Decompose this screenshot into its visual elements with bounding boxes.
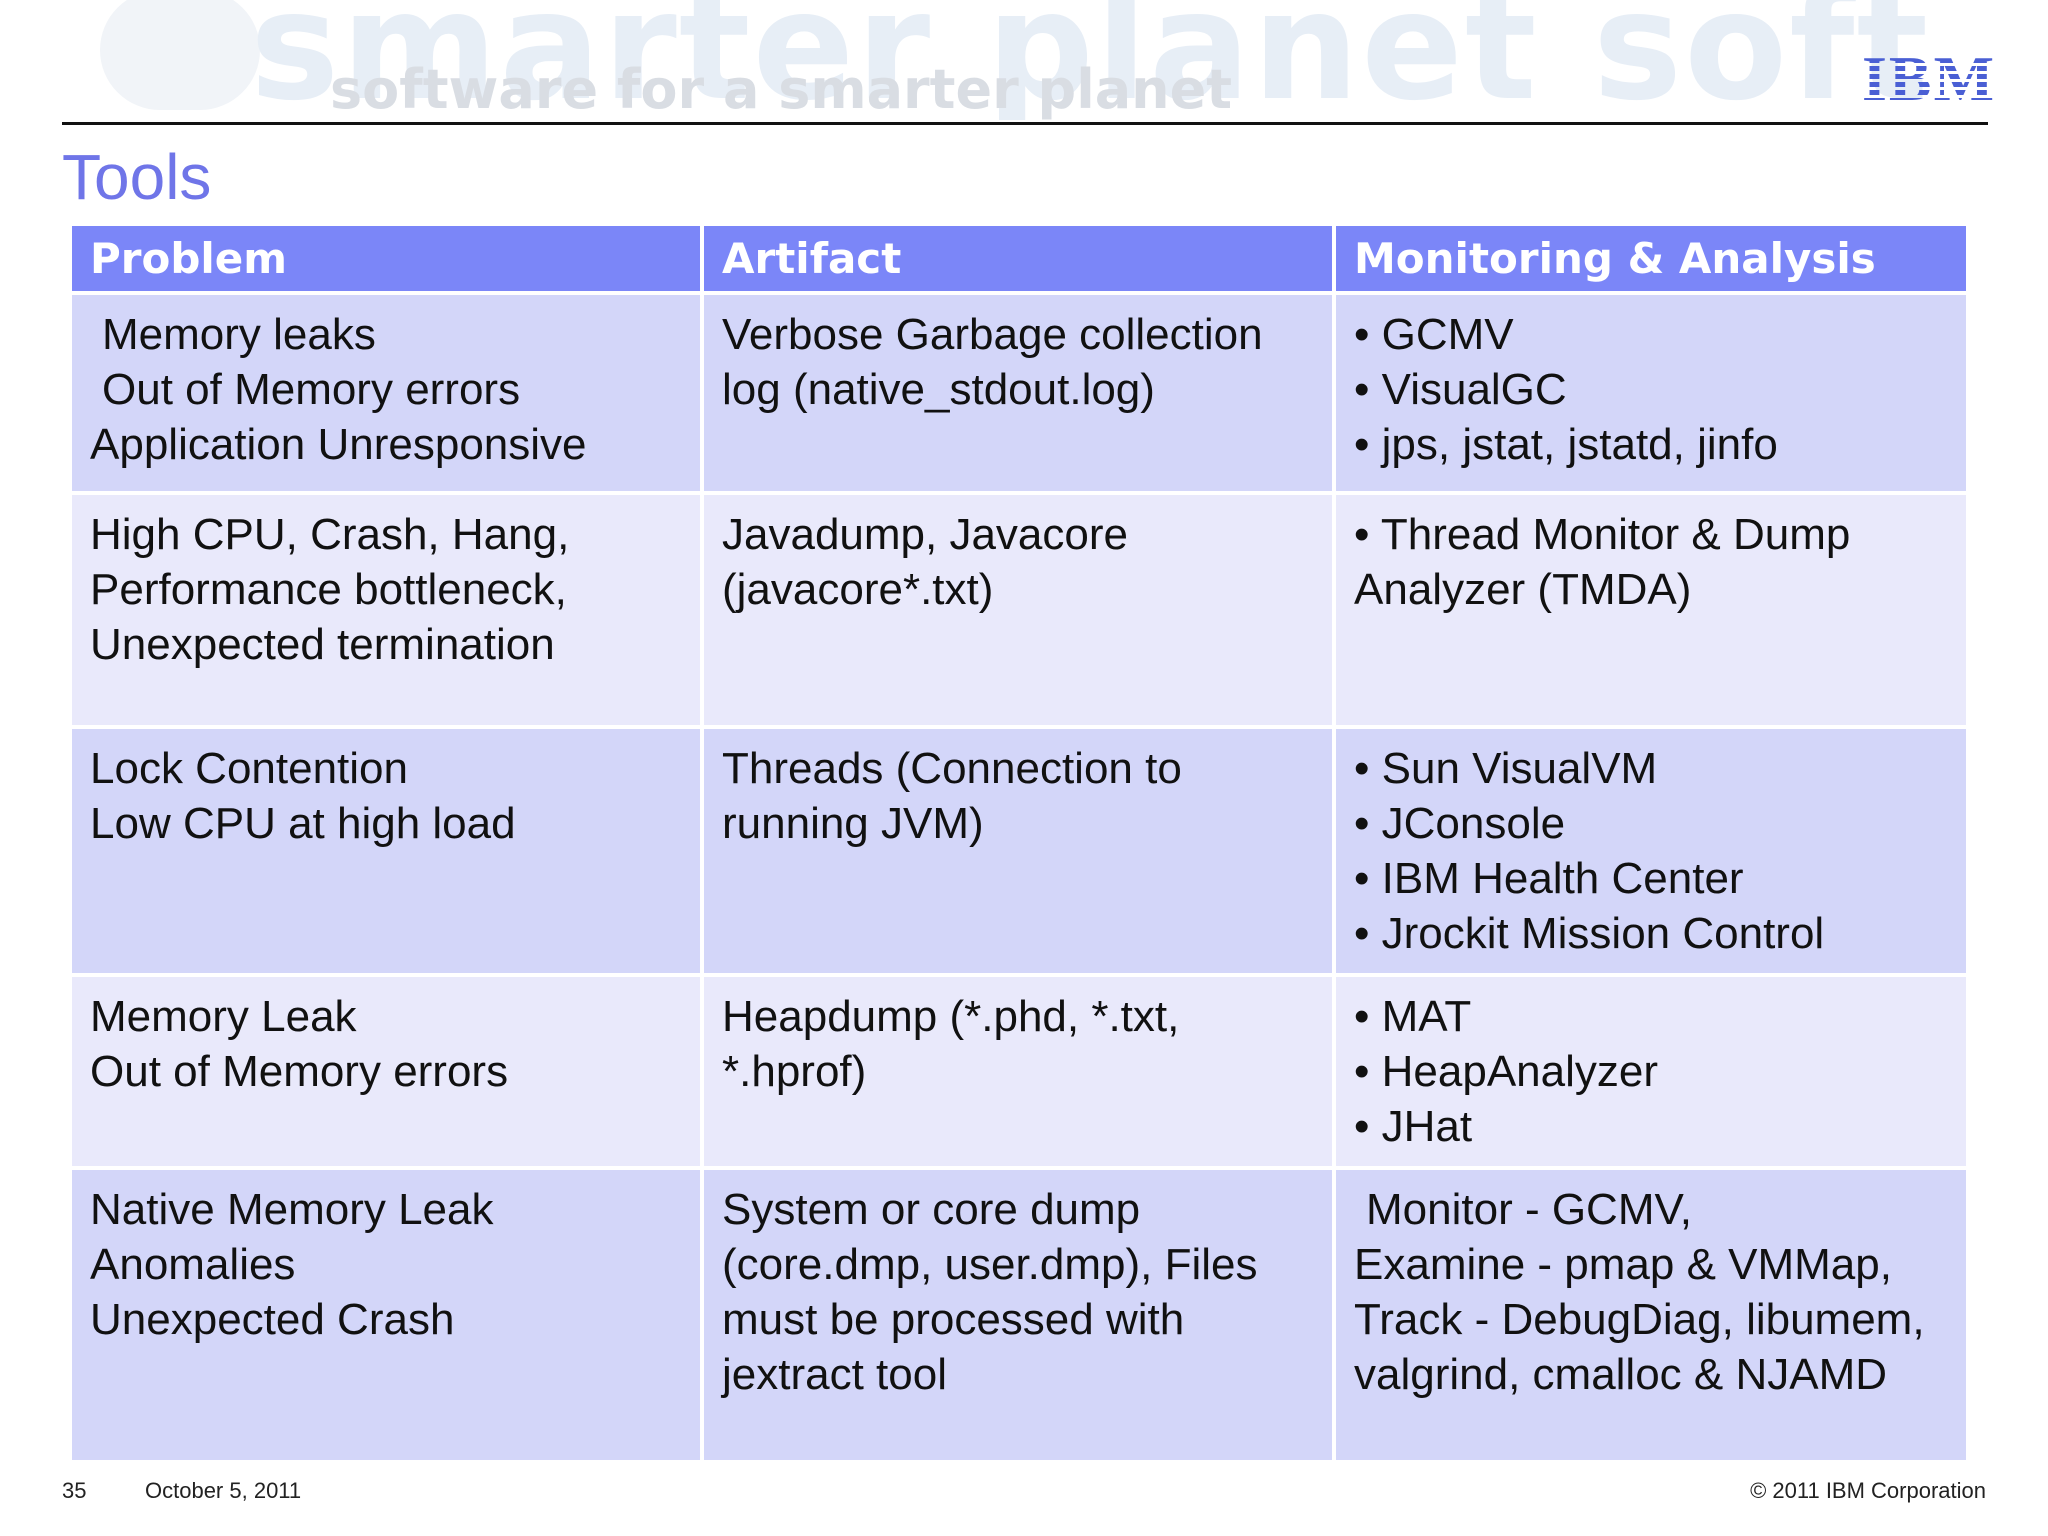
problem-line: Application Unresponsive (90, 420, 587, 469)
artifact-cell: Heapdump (*.phd, *.txt, *.hprof) (704, 977, 1332, 1166)
ibm-logo: IBM (1862, 43, 1996, 114)
problem-line: Unexpected termination (90, 620, 555, 669)
artifact-line: (core.dmp, user.dmp), Files (722, 1240, 1258, 1289)
monitoring-cell: Monitor - GCMV, Examine - pmap & VMMap, … (1336, 1170, 1966, 1460)
artifact-cell: Verbose Garbage collection log (native_s… (704, 295, 1332, 491)
table-row: Native Memory Leak Anomalies Unexpected … (72, 1170, 1966, 1460)
problem-line: Out of Memory errors (90, 1047, 509, 1096)
problem-line: Performance bottleneck, (90, 565, 567, 614)
banner-watermark-text: smarter planet soft (250, 0, 1931, 120)
artifact-line: must be processed with (722, 1295, 1185, 1344)
tool-line: Track - DebugDiag, libumem, (1354, 1295, 1925, 1344)
footer-date: October 5, 2011 (145, 1478, 302, 1503)
artifact-line: Javadump, Javacore (722, 510, 1128, 559)
tool-item: jps, jstat, jstatd, jinfo (1354, 417, 1948, 472)
problem-line: Memory Leak (90, 992, 357, 1041)
table-row: Memory leaks Out of Memory errors Applic… (72, 295, 1966, 491)
tool-item: JHat (1354, 1099, 1948, 1154)
problem-line: Native Memory Leak (90, 1185, 494, 1234)
artifact-line: log (native_stdout.log) (722, 365, 1155, 414)
problem-cell: Memory leaks Out of Memory errors Applic… (72, 295, 700, 491)
tool-line: Examine - pmap & VMMap, (1354, 1240, 1892, 1289)
artifact-line: *.hprof) (722, 1047, 867, 1096)
tool-item: IBM Health Center (1354, 851, 1948, 906)
header-problem: Problem (72, 226, 700, 291)
monitoring-cell: Sun VisualVM JConsole IBM Health Center … (1336, 729, 1966, 973)
monitoring-cell: Thread Monitor & Dump Analyzer (TMDA) (1336, 495, 1966, 725)
tool-item: VisualGC (1354, 362, 1948, 417)
problem-cell: Lock Contention Low CPU at high load (72, 729, 700, 973)
header-artifact: Artifact (704, 226, 1332, 291)
slide-title: Tools (62, 141, 212, 213)
artifact-cell: System or core dump (core.dmp, user.dmp)… (704, 1170, 1332, 1460)
tool-item: Thread Monitor & Dump (1354, 507, 1948, 562)
banner-tagline: software for a smarter planet (330, 58, 1233, 120)
tool-item-continuation: Analyzer (TMDA) (1354, 565, 1692, 614)
table-row: Memory Leak Out of Memory errors Heapdum… (72, 977, 1966, 1166)
table-row: Lock Contention Low CPU at high load Thr… (72, 729, 1966, 973)
tool-item: HeapAnalyzer (1354, 1044, 1948, 1099)
artifact-line: jextract tool (722, 1350, 947, 1399)
tool-item: JConsole (1354, 796, 1948, 851)
artifact-cell: Javadump, Javacore (javacore*.txt) (704, 495, 1332, 725)
table-row: High CPU, Crash, Hang, Performance bottl… (72, 495, 1966, 725)
problem-cell: High CPU, Crash, Hang, Performance bottl… (72, 495, 700, 725)
tools-table: Problem Artifact Monitoring & Analysis M… (68, 222, 1970, 1464)
page-number: 35 (62, 1478, 87, 1503)
header-banner: smarter planet soft software for a smart… (0, 0, 2048, 120)
footer-copyright: © 2011 IBM Corporation (1750, 1478, 1986, 1503)
problem-line: Memory leaks (102, 310, 376, 359)
problem-cell: Native Memory Leak Anomalies Unexpected … (72, 1170, 700, 1460)
tool-item: Sun VisualVM (1354, 741, 1948, 796)
problem-line: Lock Contention (90, 744, 408, 793)
problem-line: Out of Memory errors (102, 365, 521, 414)
problem-line: High CPU, Crash, Hang, (90, 510, 570, 559)
artifact-line: Heapdump (*.phd, *.txt, (722, 992, 1180, 1041)
artifact-line: (javacore*.txt) (722, 565, 994, 614)
tool-line: valgrind, cmalloc & NJAMD (1354, 1350, 1888, 1399)
artifact-line: System or core dump (722, 1185, 1141, 1234)
problem-line: Anomalies (90, 1240, 296, 1289)
header-divider (62, 122, 1988, 125)
artifact-line: running JVM) (722, 799, 984, 848)
problem-line: Low CPU at high load (90, 799, 516, 848)
artifact-line: Verbose Garbage collection (722, 310, 1263, 359)
problem-line: Unexpected Crash (90, 1295, 455, 1344)
tool-item: MAT (1354, 989, 1948, 1044)
problem-cell: Memory Leak Out of Memory errors (72, 977, 700, 1166)
tool-item: Jrockit Mission Control (1354, 906, 1948, 961)
tool-item: GCMV (1354, 307, 1948, 362)
monitoring-cell: GCMV VisualGC jps, jstat, jstatd, jinfo (1336, 295, 1966, 491)
banner-decoration (100, 0, 260, 110)
artifact-cell: Threads (Connection to running JVM) (704, 729, 1332, 973)
tool-line: Monitor - GCMV, (1366, 1185, 1693, 1234)
monitoring-cell: MAT HeapAnalyzer JHat (1336, 977, 1966, 1166)
table-header-row: Problem Artifact Monitoring & Analysis (72, 226, 1966, 291)
header-monitoring: Monitoring & Analysis (1336, 226, 1966, 291)
artifact-line: Threads (Connection to (722, 744, 1182, 793)
